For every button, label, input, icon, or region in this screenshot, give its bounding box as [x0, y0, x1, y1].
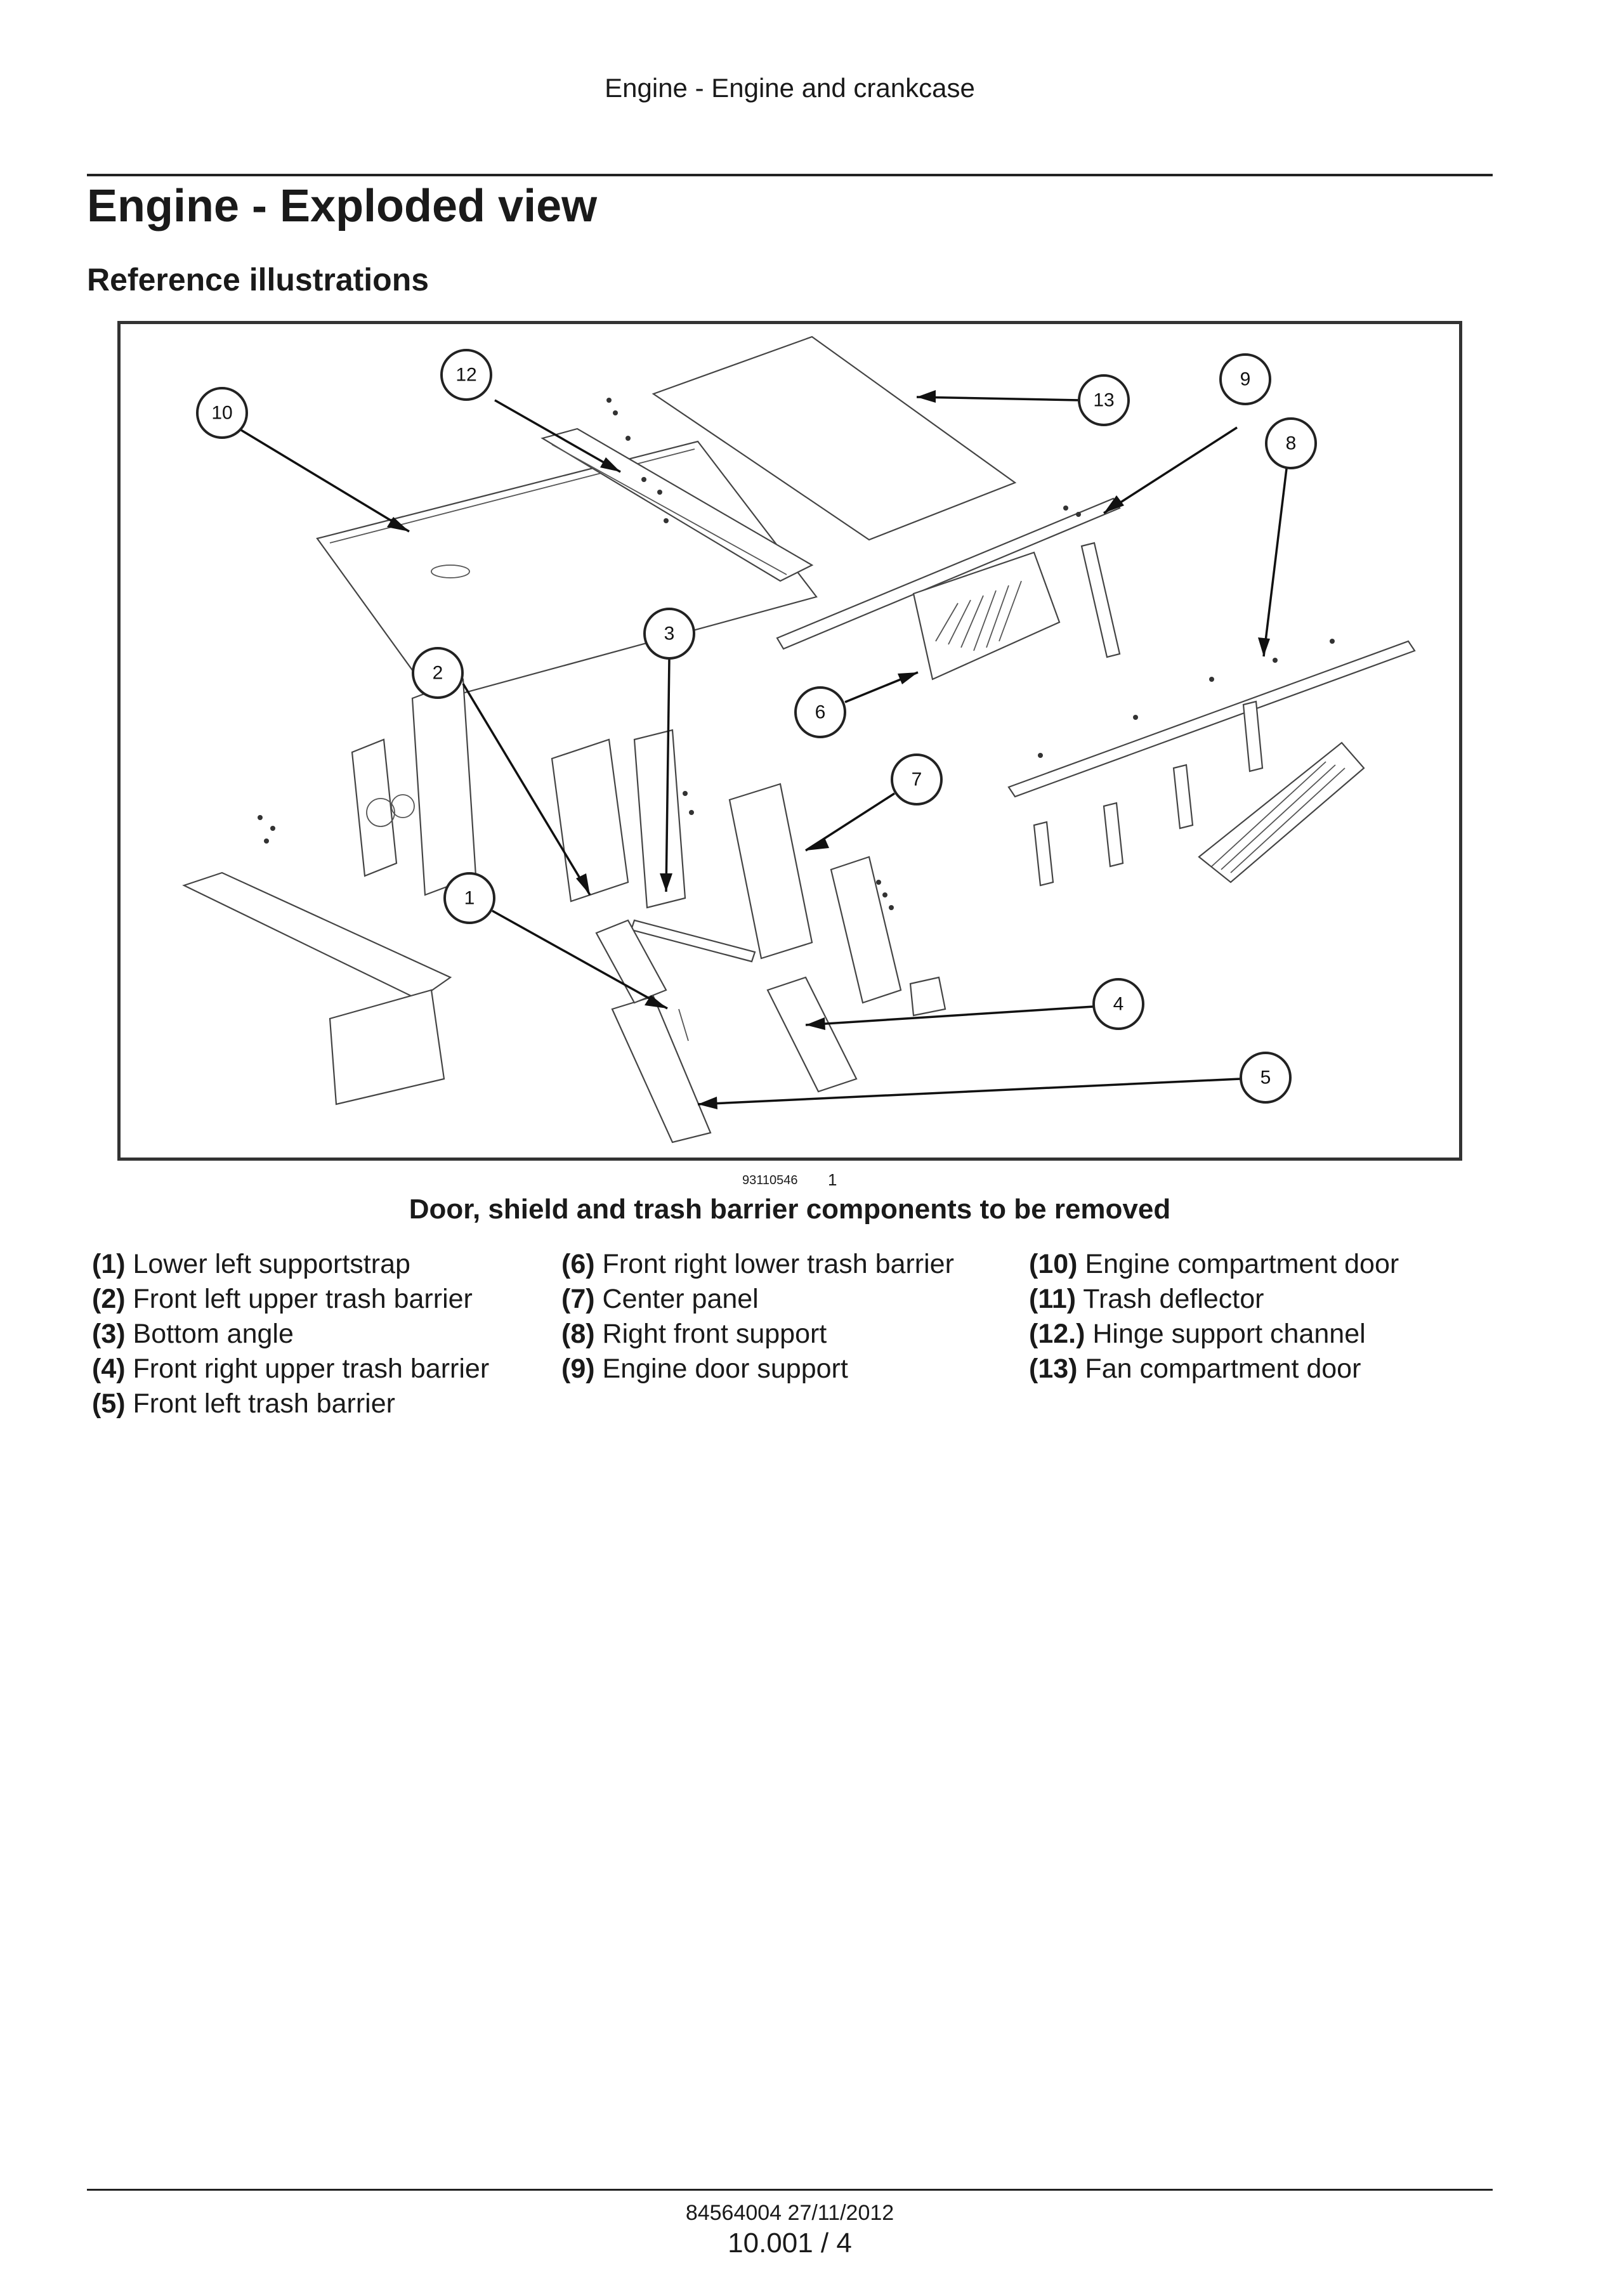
svg-text:2: 2 — [433, 663, 443, 684]
callout-3: 3 — [643, 608, 695, 660]
legend-column-3: (10) Engine compartment door (11) Trash … — [1029, 1247, 1399, 1386]
exploded-view-drawing: 10 12 13 9 8 2 3 6 7 1 4 5 — [182, 336, 1416, 1144]
svg-text:8: 8 — [1286, 433, 1297, 454]
legend-item: (1) Lower left supportstrap — [92, 1249, 410, 1279]
left-side-panel-part — [351, 738, 398, 877]
legend-item: (5) Front left trash barrier — [92, 1388, 395, 1419]
svg-text:7: 7 — [912, 769, 922, 790]
callout-2: 2 — [412, 647, 464, 699]
callout-1: 1 — [443, 872, 495, 924]
running-header: Engine - Engine and crankcase — [605, 73, 975, 103]
callout-5: 5 — [1240, 1052, 1292, 1104]
callout-7: 7 — [891, 753, 943, 806]
exploded-view-figure: 10 12 13 9 8 2 3 6 7 1 4 5 — [117, 321, 1462, 1161]
legend-item: (13) Fan compartment door — [1029, 1353, 1361, 1384]
svg-text:4: 4 — [1113, 994, 1124, 1015]
callout-12: 12 — [440, 349, 492, 401]
front-left-upper-trash-barrier-part — [551, 738, 629, 903]
callout-9: 9 — [1219, 353, 1271, 405]
legend-column-1: (1) Lower left supportstrap (2) Front le… — [92, 1247, 489, 1421]
callout-4: 4 — [1092, 978, 1144, 1030]
bottom-angle-part — [630, 919, 756, 963]
legend-item: (6) Front right lower trash barrier — [561, 1249, 954, 1279]
center-panel-part — [728, 783, 813, 960]
legend-item: (10) Engine compartment door — [1029, 1249, 1399, 1279]
legend-item: (3) Bottom angle — [92, 1319, 294, 1349]
section-subtitle: Reference illustrations — [87, 262, 429, 297]
header-rule — [87, 174, 1493, 176]
figure-number: 1 — [828, 1170, 837, 1189]
figure-caption: Door, shield and trash barrier component… — [409, 1194, 1171, 1225]
legend-item: (11) Trash deflector — [1029, 1284, 1264, 1314]
callout-13: 13 — [1078, 374, 1130, 426]
legend-item: (9) Engine door support — [561, 1353, 848, 1384]
right-side-plate-part — [830, 856, 902, 1004]
legend-item: (2) Front left upper trash barrier — [92, 1284, 473, 1314]
svg-text:9: 9 — [1240, 369, 1251, 390]
svg-text:10: 10 — [211, 403, 232, 424]
document-id: 84564004 27/11/2012 — [685, 2201, 894, 2225]
legend-item: (7) Center panel — [561, 1284, 759, 1314]
legend-column-2: (6) Front right lower trash barrier (7) … — [561, 1247, 954, 1386]
page-number: 10.001 / 4 — [728, 2228, 852, 2259]
callout-6: 6 — [794, 686, 846, 738]
lower-left-plate-part — [182, 871, 452, 1001]
legend-item: (12.) Hinge support channel — [1029, 1319, 1366, 1349]
engine-door-support-part — [776, 497, 1121, 650]
front-left-trash-barrier-part — [611, 995, 712, 1144]
callout-8: 8 — [1265, 417, 1317, 469]
front-right-upper-trash-barrier-part — [766, 976, 858, 1093]
fan-compartment-door-part — [652, 336, 1017, 541]
svg-text:1: 1 — [464, 888, 475, 909]
svg-text:6: 6 — [815, 702, 826, 723]
right-front-support-part — [1007, 640, 1416, 798]
svg-text:13: 13 — [1093, 390, 1114, 411]
svg-text:12: 12 — [455, 365, 476, 386]
callout-10: 10 — [196, 387, 248, 439]
svg-text:5: 5 — [1261, 1067, 1271, 1088]
engine-compartment-door-part — [316, 440, 818, 702]
figure-id: 93110546 — [742, 1173, 798, 1187]
page-title: Engine - Exploded view — [87, 181, 598, 232]
svg-text:3: 3 — [664, 623, 675, 644]
legend-item: (4) Front right upper trash barrier — [92, 1353, 490, 1384]
footer-rule — [87, 2189, 1493, 2191]
legend-item: (8) Right front support — [561, 1319, 827, 1349]
